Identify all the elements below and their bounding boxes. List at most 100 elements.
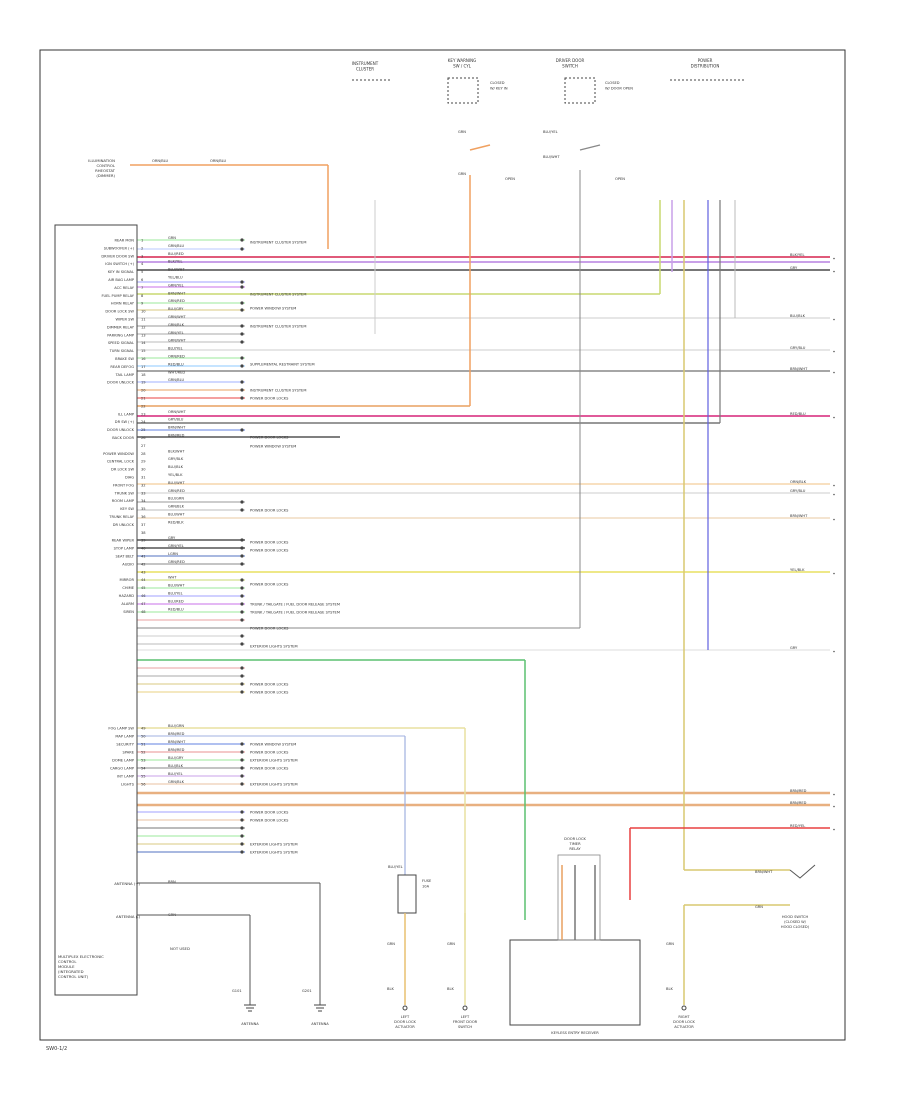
pin-wire-color: BLU/RED: [168, 599, 184, 603]
system-note: EXTERIOR LIGHTS SYSTEM: [250, 843, 298, 847]
pin-label: WIPER SW: [115, 318, 134, 322]
component-wire-label: GRN: [387, 942, 395, 946]
pin-number: 12: [141, 325, 146, 329]
connector-arrow: [240, 758, 244, 762]
pin-number: 31: [141, 476, 146, 480]
pin-wire-color: GRN/RED: [168, 560, 185, 564]
component-wire-label: BLK: [387, 987, 394, 991]
system-note: POWER DOOR LOCKS: [250, 751, 289, 755]
door-switch-note: CLOSED: [605, 81, 620, 85]
system-note: SUPPLEMENTAL RESTRAINT SYSTEM: [250, 363, 315, 367]
pin-number: 8: [141, 294, 144, 298]
connector-arrow: [240, 842, 244, 846]
hood-switch-label: (CLOSED W/: [784, 920, 807, 924]
pin-label: TRUNK RELAY: [108, 515, 135, 519]
fuse-box: [397, 874, 417, 914]
pin-wire-color: YEL/BLU: [168, 276, 183, 280]
pin-wire-color: BLU/GRY: [168, 756, 184, 760]
pin-wire-color: ORN/RED: [168, 355, 185, 359]
pin-label: INT LAMP: [117, 775, 135, 779]
connector-arrow: [240, 301, 244, 305]
pin-label: TURN SIGNAL: [109, 349, 134, 353]
pin-label: FUEL PUMP RELAY: [101, 294, 134, 298]
off-page-connector: [833, 828, 835, 831]
pin-wire-color: RED/BLU: [168, 362, 184, 366]
pin-label: TAIL LAMP: [115, 373, 135, 377]
right-wire-label: BRN/RED: [790, 801, 807, 805]
system-note: EXTERIOR LIGHTS SYSTEM: [250, 851, 298, 855]
system-note: POWER DOOR LOCKS: [250, 549, 289, 553]
antenna-label: ANTENNA (-): [116, 914, 140, 919]
pin-number: 39: [141, 539, 146, 543]
pin-wire-color: BLU/WHT: [168, 513, 185, 517]
connector-arrow: [240, 602, 244, 606]
connector-arrow: [240, 586, 244, 590]
power-distribution-label: DISTRIBUTION: [691, 64, 720, 69]
receiver-box: [509, 939, 641, 1026]
pin-wire-color: BRN/WHT: [168, 740, 186, 744]
antenna-label: ANTENNA (+): [114, 881, 140, 886]
pin-number: 1: [141, 239, 143, 243]
pin-label: SUBWOOFER (+): [104, 246, 135, 250]
pin-wire-color: BLU/WHT: [168, 268, 185, 272]
top-wire-label: GRN: [458, 172, 466, 176]
pin-wire-color: GRN/YEL: [168, 331, 184, 335]
system-note: EXTERIOR LIGHTS SYSTEM: [250, 645, 298, 649]
pin-label: MIRROR: [120, 578, 135, 582]
connector-arrow: [240, 380, 244, 384]
system-note: INSTRUMENT CLUSTER SYSTEM: [250, 325, 306, 329]
ground-icon: [244, 1004, 256, 1012]
pin-label: DIAG: [125, 476, 134, 480]
pin-number: 20: [141, 389, 146, 393]
component-label: ACTUATOR: [395, 1025, 415, 1029]
receiver-label: KEYLESS ENTRY RECEIVER: [551, 1031, 599, 1035]
pin-label: DRIVER DOOR SW: [101, 254, 134, 258]
hood-switch-label: HOOD SWITCH: [782, 915, 809, 919]
pin-label: PARKING LAMP: [107, 333, 135, 337]
ground-label: ANTENNA: [241, 1022, 259, 1026]
module-name: (INTEGRATED: [58, 969, 84, 974]
pin-label: CENTRAL LOCK: [107, 460, 135, 464]
pin-wire-color: BLU/WHT: [168, 584, 185, 588]
pin-number: 18: [141, 373, 146, 377]
pin-label: REAR DEFOG: [110, 365, 134, 369]
dimmer-label: (DIMMER): [96, 173, 115, 178]
pin-label: AIR BAG LAMP: [108, 278, 135, 282]
pin-label: FOG LAMP SW: [108, 727, 134, 731]
pin-number: 15: [141, 349, 146, 353]
pin-number: 14: [141, 341, 146, 345]
pin-label: ROOM LAMP: [112, 499, 135, 503]
pin-number: 56: [141, 783, 146, 787]
pin-number: 55: [141, 775, 146, 779]
pin-number: 50: [141, 735, 146, 739]
right-wire-label: YEL/BLK: [790, 568, 805, 572]
pin-wire-color: GRN/BLK: [168, 323, 185, 327]
pin-number: 47: [141, 602, 146, 606]
off-page-connector: [833, 572, 835, 575]
pin-label: ALARM: [121, 602, 134, 606]
component-label: LEFT: [401, 1015, 410, 1019]
pin-number: 9: [141, 302, 144, 306]
right-wire-label: RED/BLU: [790, 412, 806, 416]
pin-wire-color: BRN/RED: [168, 732, 185, 736]
connector-arrow: [240, 538, 244, 542]
fuse-wire-label: BLU/YEL: [388, 865, 403, 869]
pin-wire-color: BRN/RED: [168, 434, 185, 438]
module-name: CONTROL UNIT): [58, 974, 89, 979]
right-edge-labels: BLK/YELGRYBLU/BLKGRY/BLUBRN/WHTRED/BLUOR…: [790, 253, 835, 831]
right-wire-label: GRY: [790, 646, 798, 650]
off-page-connector: [833, 416, 835, 419]
component-label: SWITCH: [458, 1025, 472, 1029]
power-distribution-label: POWER: [698, 58, 713, 63]
pin-number: 35: [141, 507, 146, 511]
pin-wire-color: BLU/YEL: [168, 592, 183, 596]
fuse-label: FUSE: [422, 879, 432, 883]
pin-label: SPEED SIGNAL: [108, 341, 134, 345]
right-wire-label: RED/YEL: [790, 824, 805, 828]
connector-arrow: [240, 850, 244, 854]
component-wire-label: GRN: [666, 942, 674, 946]
pin-number: 29: [141, 460, 146, 464]
pin-number: 7: [141, 286, 143, 290]
instrument-cluster-label: INSTRUMENT: [352, 61, 379, 66]
